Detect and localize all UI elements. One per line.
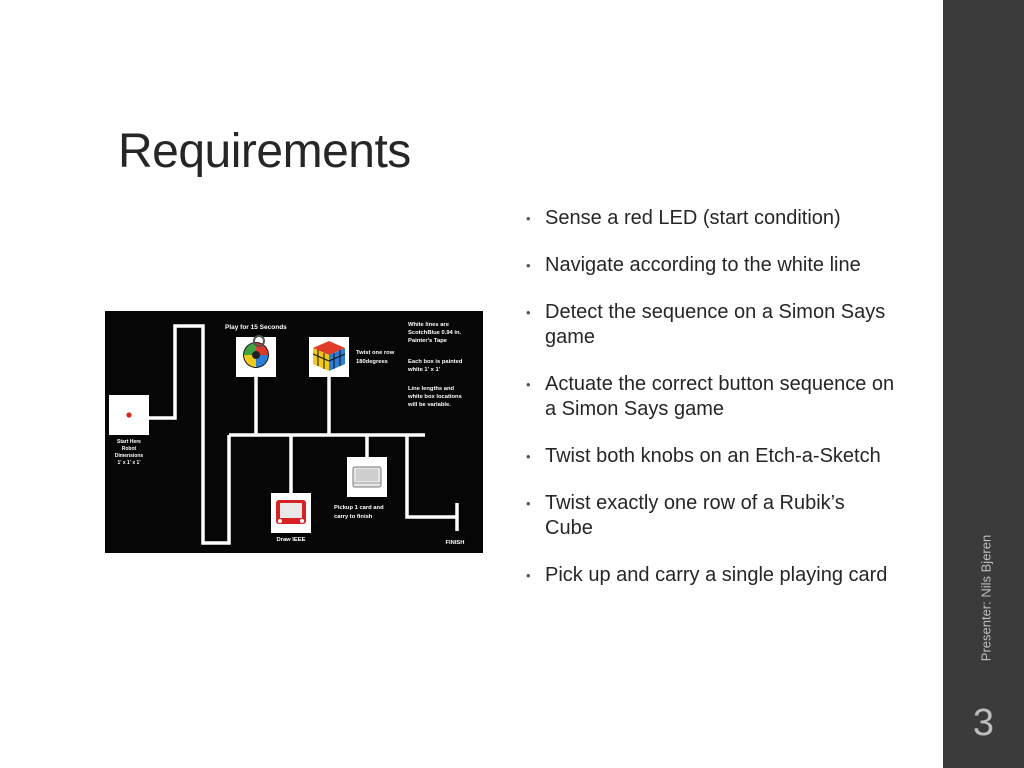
svg-text:Each box is painted: Each box is painted: [408, 359, 463, 365]
list-item: Actuate the correct button sequence on a…: [526, 372, 896, 422]
svg-text:will be variable.: will be variable.: [407, 402, 451, 408]
list-item: Sense a red LED (start condition): [526, 206, 896, 231]
play-label: Play for 15 Seconds: [225, 324, 287, 331]
svg-text:white 1' x 1': white 1' x 1': [407, 367, 441, 373]
list-item: Twist exactly one row of a Rubik’s Cube: [526, 491, 896, 541]
svg-text:1' x 1' x 1': 1' x 1' x 1': [117, 460, 140, 466]
svg-text:Pickup 1 card and: Pickup 1 card and: [334, 505, 384, 511]
course-diagram: Play for 15 Seconds Twist one row 180deg…: [109, 322, 465, 546]
slide-title: Requirements: [118, 125, 411, 178]
svg-text:Dimensions: Dimensions: [115, 453, 144, 459]
svg-text:Line lengths and: Line lengths and: [408, 386, 455, 392]
slide-number: 3: [972, 702, 995, 744]
red-led: [126, 412, 132, 418]
svg-text:Start Here: Start Here: [117, 439, 141, 445]
svg-text:Robot: Robot: [122, 446, 137, 452]
start-label: Start Here Robot Dimensions 1' x 1' x 1': [115, 439, 144, 466]
rubiks-cube-icon: [312, 341, 346, 371]
presenter-label: Presenter: Nils Bjeren: [978, 534, 994, 662]
pickup-label: Pickup 1 card and carry to finish: [334, 505, 384, 520]
course-notes: White lines are ScotchBlue 0.94 in. Pain…: [407, 322, 463, 408]
svg-text:carry to finish: carry to finish: [334, 514, 373, 520]
twist-label: Twist one row: [356, 350, 395, 356]
simon-says-icon: [243, 335, 269, 368]
card-stack-icon: [352, 466, 382, 488]
list-item: Detect the sequence on a Simon Says game: [526, 300, 896, 350]
svg-text:White lines are: White lines are: [408, 322, 450, 328]
course-white-lines: [128, 324, 459, 545]
requirements-list: Sense a red LED (start condition) Naviga…: [526, 206, 896, 610]
svg-text:white box locations: white box locations: [407, 394, 462, 400]
svg-text:Painter's Tape: Painter's Tape: [408, 338, 448, 344]
side-bar: [943, 0, 1024, 768]
draw-label: Draw IEEE: [277, 537, 306, 543]
twist-degrees-label: 180degrees: [356, 359, 388, 365]
list-item: Pick up and carry a single playing card: [526, 563, 896, 588]
svg-text:ScotchBlue 0.94 in.: ScotchBlue 0.94 in.: [408, 330, 462, 336]
etch-a-sketch-icon: [276, 500, 306, 524]
finish-label: FINISH: [445, 540, 464, 546]
list-item: Twist both knobs on an Etch-a-Sketch: [526, 444, 896, 469]
course-diagram-image: Play for 15 Seconds Twist one row 180deg…: [105, 311, 483, 553]
list-item: Navigate according to the white line: [526, 253, 896, 278]
